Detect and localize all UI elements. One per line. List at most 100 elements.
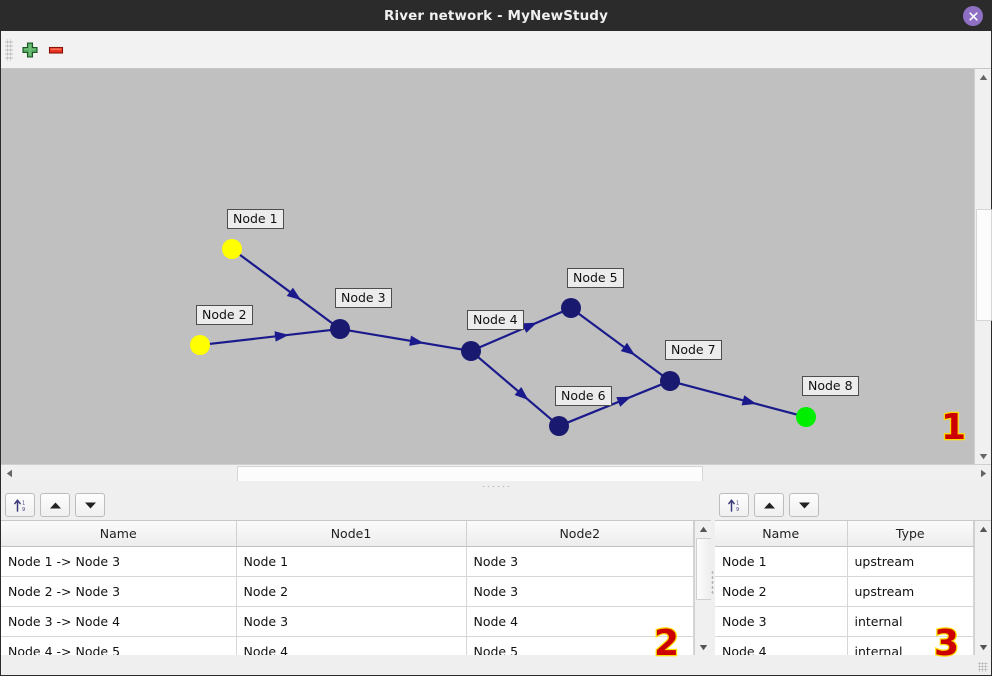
node-label[interactable]: Node 4	[467, 310, 524, 330]
column-header[interactable]: Name	[715, 521, 848, 547]
toolbar-grip[interactable]	[5, 38, 13, 61]
node-label[interactable]: Node 8	[802, 376, 859, 396]
graph-node[interactable]	[461, 341, 481, 361]
graph-node[interactable]	[660, 371, 680, 391]
table-cell[interactable]: internal	[847, 606, 974, 637]
graph-node[interactable]	[222, 239, 242, 259]
column-header[interactable]: Name	[1, 521, 237, 547]
graph-node[interactable]	[561, 298, 581, 318]
nodes-scroll-down-icon[interactable]	[975, 639, 991, 655]
node-label[interactable]: Node 7	[665, 340, 722, 360]
vertical-splitter[interactable]	[711, 490, 715, 675]
table-cell[interactable]: Node 1 -> Node 3	[1, 546, 237, 577]
scroll-up-icon[interactable]	[975, 69, 991, 85]
table-cell[interactable]: Node 1	[236, 546, 467, 577]
nodes-scroll-up-icon[interactable]	[975, 521, 991, 537]
svg-text:1: 1	[736, 500, 739, 506]
nodes-pane-footer	[715, 655, 991, 675]
table-cell[interactable]: internal	[847, 636, 974, 655]
move-up-button[interactable]	[40, 493, 70, 517]
table-cell[interactable]: Node 1	[715, 546, 848, 577]
move-down-button[interactable]	[75, 493, 105, 517]
table-cell[interactable]: Node 4	[466, 606, 694, 637]
remove-node-button[interactable]	[43, 37, 69, 63]
scroll-down-icon[interactable]	[975, 448, 991, 464]
links-table-vscroll-thumb[interactable]	[696, 538, 712, 600]
node-label[interactable]: Node 2	[196, 305, 253, 325]
edge-arrow-icon	[286, 287, 302, 301]
graph-edge[interactable]	[209, 328, 331, 346]
add-node-button[interactable]	[17, 37, 43, 63]
graph-node[interactable]	[549, 416, 569, 436]
table-cell[interactable]: Node 4 -> Node 5	[1, 636, 237, 655]
sort-ascending-icon: 19	[727, 498, 739, 513]
edge-arrow-icon	[274, 331, 289, 342]
move-up-button[interactable]	[754, 493, 784, 517]
node-label[interactable]: Node 5	[567, 268, 624, 288]
graph-edge[interactable]	[238, 253, 334, 325]
canvas-hscroll-thumb[interactable]	[237, 466, 703, 482]
table-cell[interactable]: Node 2	[236, 576, 467, 607]
canvas-vscroll-thumb[interactable]	[976, 209, 992, 321]
horizontal-splitter[interactable]	[1, 481, 991, 490]
links-scroll-down-icon[interactable]	[695, 639, 711, 655]
graph-node[interactable]	[190, 335, 210, 355]
graph-edge[interactable]	[678, 382, 798, 416]
node-label[interactable]: Node 6	[555, 386, 612, 406]
table-cell[interactable]: Node 2	[715, 576, 848, 607]
column-header[interactable]: Node1	[236, 521, 467, 547]
table-cell[interactable]: Node 3	[466, 546, 694, 577]
title-bar: River network - MyNewStudy	[1, 1, 991, 31]
canvas-horizontal-scrollbar[interactable]	[1, 464, 991, 482]
column-header[interactable]: Type	[847, 521, 974, 547]
nodes-table-vertical-scrollbar[interactable]	[974, 521, 991, 655]
graph-edge[interactable]	[567, 383, 662, 424]
node-label[interactable]: Node 3	[335, 288, 392, 308]
table-cell[interactable]: Node 3	[715, 606, 848, 637]
scroll-left-icon[interactable]	[1, 465, 17, 481]
graph-edge[interactable]	[577, 312, 664, 377]
table-cell[interactable]: Node 4	[236, 636, 467, 655]
links-table-vertical-scrollbar[interactable]	[694, 521, 712, 655]
node-label[interactable]: Node 1	[227, 209, 284, 229]
table-cell[interactable]: upstream	[847, 576, 974, 607]
graph-node[interactable]	[796, 407, 816, 427]
table-cell[interactable]: Node 2 -> Node 3	[1, 576, 237, 607]
table-cell[interactable]: upstream	[847, 546, 974, 577]
graph-edge[interactable]	[349, 329, 462, 351]
close-icon[interactable]	[963, 6, 983, 26]
table-cell[interactable]: Node 3	[236, 606, 467, 637]
triangle-up-icon	[763, 502, 775, 508]
links-scroll-up-icon[interactable]	[695, 521, 711, 537]
table-cell[interactable]: Node 3	[466, 576, 694, 607]
scroll-right-icon[interactable]	[975, 465, 991, 481]
window-resize-grip[interactable]	[978, 662, 988, 672]
table-cell[interactable]: Node 3 -> Node 4	[1, 606, 237, 637]
canvas-vertical-scrollbar[interactable]	[974, 69, 992, 464]
graph-edge[interactable]	[477, 356, 553, 421]
graph-svg	[190, 239, 816, 436]
graph-node[interactable]	[330, 319, 350, 339]
river-network-diagram[interactable]: Node 1 Node 2 Node 3 Node 4 Node 5 Node 6 Node…	[1, 69, 974, 464]
table-cell[interactable]: Node 4	[715, 636, 848, 655]
table-cell[interactable]: Node 5	[466, 636, 694, 655]
move-down-button[interactable]	[789, 493, 819, 517]
column-header[interactable]: Node2	[466, 521, 694, 547]
window-title: River network - MyNewStudy	[384, 8, 608, 24]
sort-ascending-icon: 19	[13, 498, 25, 513]
